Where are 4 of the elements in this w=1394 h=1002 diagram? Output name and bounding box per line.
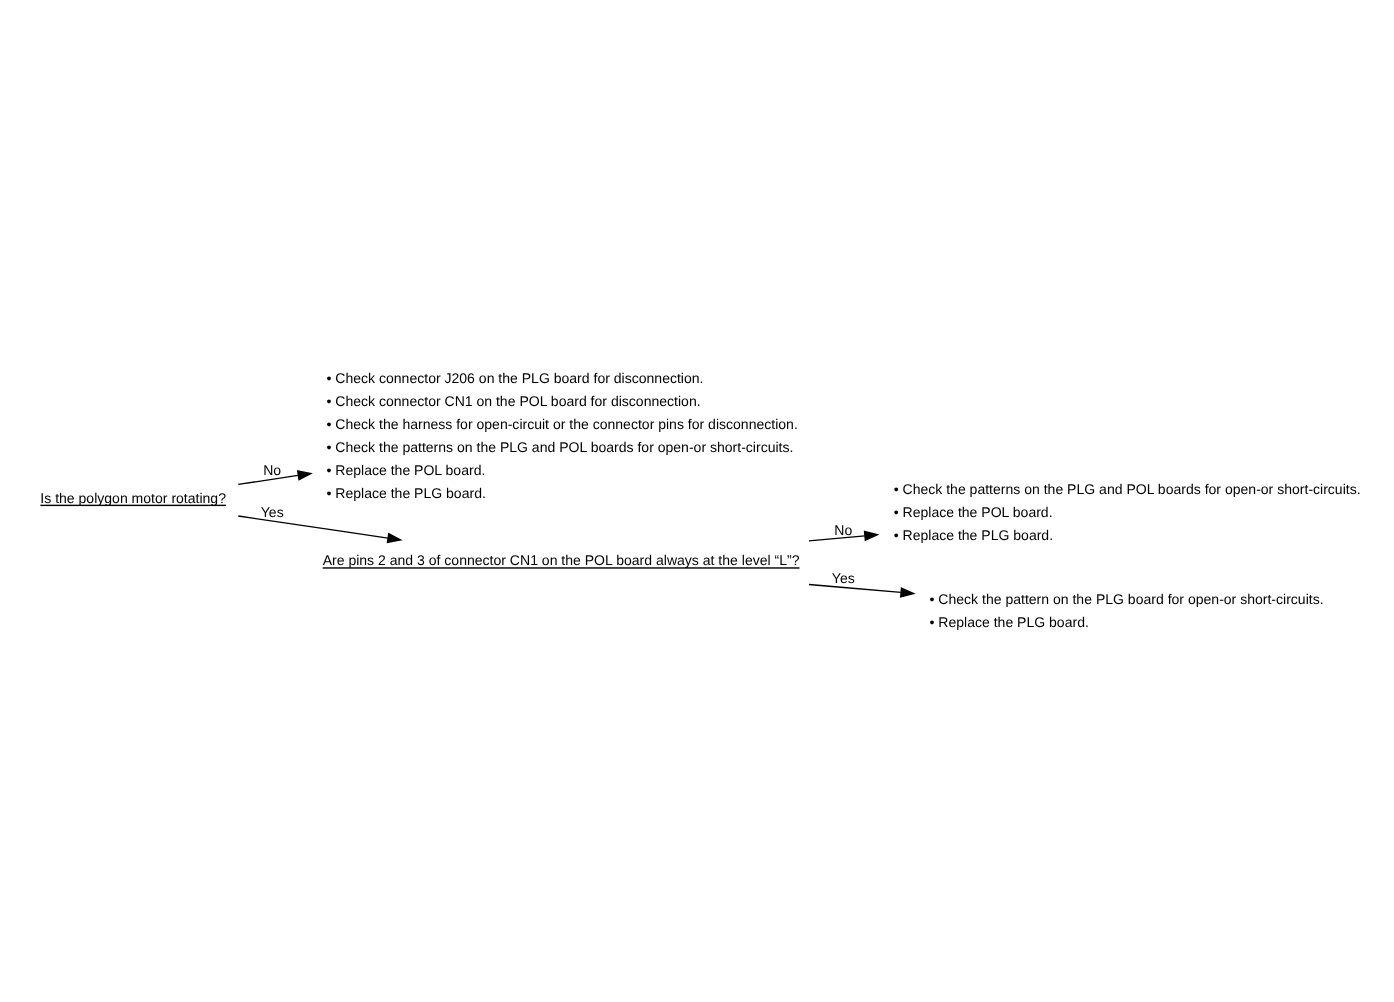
arrow <box>237 470 313 486</box>
arrow <box>237 515 403 544</box>
arrow <box>808 530 880 542</box>
arrow <box>808 583 916 598</box>
